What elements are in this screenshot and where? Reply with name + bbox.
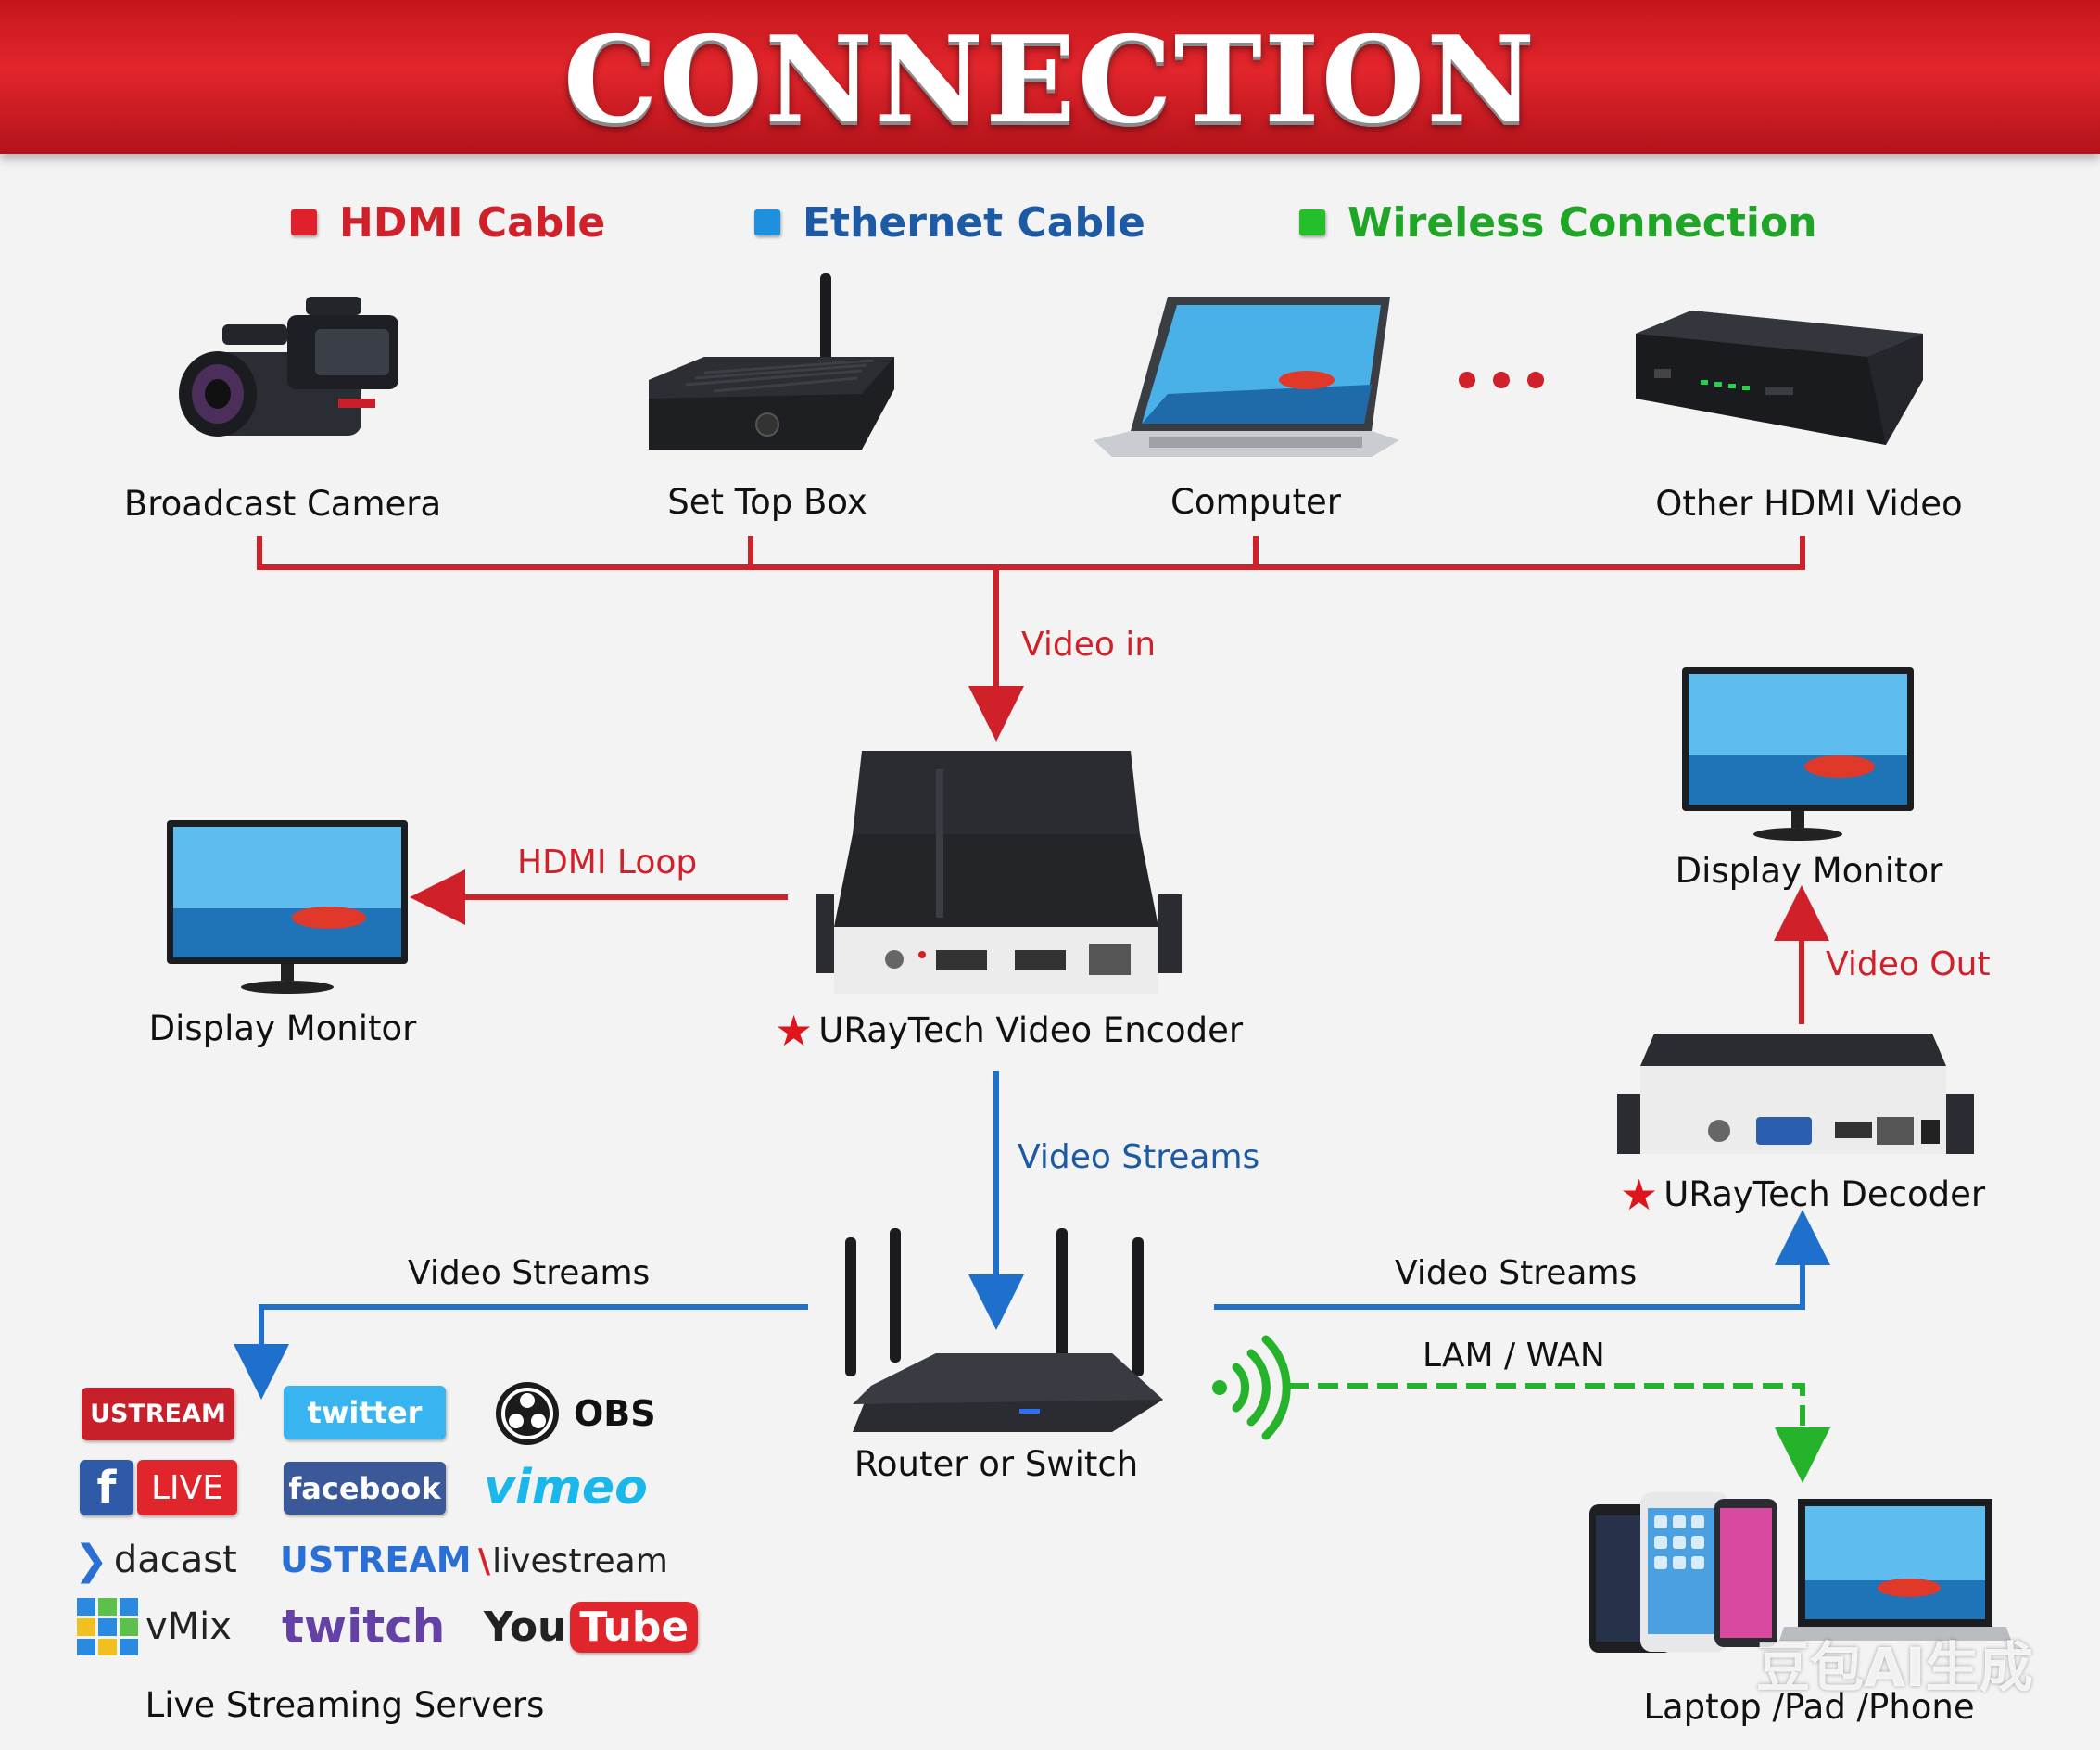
video-streams-left-label: Video Streams (408, 1254, 651, 1292)
vmix-text: vMix (145, 1605, 232, 1648)
video-streams-down-label: Video Streams (1018, 1138, 1260, 1176)
star-icon: ★ (1620, 1170, 1659, 1220)
ustream-logo-blue: USTREAM (280, 1540, 472, 1580)
vimeo-logo: vimeo (484, 1460, 648, 1515)
lan-wan-arrow (1288, 1383, 1830, 1483)
broadcast-camera-icon (179, 297, 398, 437)
decoder-label-wrapper: ★URayTech Decoder (1620, 1170, 1985, 1220)
legend-wireless-label: Wireless Connection (1347, 198, 1817, 247)
client-devices-icon (1589, 1492, 2011, 1653)
router-label: Router or Switch (854, 1444, 1139, 1484)
star-icon: ★ (775, 1006, 814, 1056)
video-encoder-icon (816, 751, 1182, 994)
encoder-label-wrapper: ★URayTech Video Encoder (775, 1006, 1243, 1056)
watermark: 豆包AI生成 (1756, 1636, 2033, 1699)
youtube-logo: You Tube (484, 1596, 699, 1657)
livestream-text: livestream (492, 1541, 668, 1580)
legend-hdmi-label: HDMI Cable (339, 198, 606, 247)
twitch-logo: twitch (282, 1600, 446, 1654)
set-top-box-icon (649, 273, 894, 450)
youtube-tube-text: Tube (570, 1601, 699, 1653)
more-sources-dots (1459, 372, 1544, 388)
live-text: LIVE (137, 1460, 237, 1515)
clients-label: Laptop /Pad /Phone (1643, 1687, 1975, 1727)
decoder-label: URayTech Decoder (1664, 1174, 1986, 1214)
video-streams-right-label: Video Streams (1395, 1254, 1638, 1292)
dacast-icon: ❯ (74, 1536, 108, 1584)
facebook-logo: facebook (284, 1462, 446, 1515)
obs-text: OBS (574, 1392, 656, 1434)
computer-icon (1094, 297, 1399, 457)
monitor-left-label: Display Monitor (148, 1008, 417, 1048)
decoder-icon (1617, 1034, 1974, 1154)
hdmi-bus (257, 536, 1805, 742)
ustream-logo-red: USTREAM (82, 1388, 234, 1440)
monitor-right-label: Display Monitor (1675, 851, 1943, 891)
camera-label: Broadcast Camera (123, 484, 442, 524)
livestream-logo: \ livestream (478, 1535, 668, 1587)
vmix-logo: vMix (77, 1598, 232, 1655)
lan-wan-label: LAM / WAN (1423, 1337, 1605, 1375)
router-to-decoder-arrow (1214, 1210, 1830, 1310)
facebook-f-icon: f (80, 1460, 133, 1515)
facebook-live-logo: f LIVE (80, 1460, 237, 1515)
servers-label: Live Streaming Servers (145, 1685, 545, 1725)
computer-label: Computer (1170, 482, 1341, 522)
page-title: CONNECTION (563, 11, 1537, 150)
video-in-label: Video in (1021, 626, 1157, 664)
hdmi-loop-label: HDMI Loop (517, 843, 698, 881)
vmix-grid-icon (77, 1598, 138, 1655)
legend-wireless: Wireless Connection (1299, 197, 1817, 248)
wireless-swatch-icon (1299, 209, 1325, 235)
wifi-icon (1212, 1335, 1291, 1440)
router-to-servers-arrow (234, 1304, 808, 1400)
display-monitor-right-icon (1682, 667, 1914, 841)
other-video-label: Other HDMI Video (1655, 484, 1963, 524)
set-top-box-label: Set Top Box (667, 482, 867, 522)
twitter-logo: twitter (284, 1386, 446, 1439)
media-player-icon (1636, 311, 1923, 445)
dacast-text: dacast (113, 1539, 237, 1581)
encoder-label: URayTech Video Encoder (818, 1010, 1244, 1050)
livestream-icon: \ (478, 1541, 491, 1580)
title-banner: CONNECTION (0, 0, 2100, 154)
legend-ethernet-label: Ethernet Cable (803, 198, 1145, 247)
obs-logo: OBS (494, 1378, 656, 1448)
obs-icon (496, 1381, 559, 1445)
ethernet-swatch-icon (754, 209, 780, 235)
router-icon (845, 1228, 1163, 1432)
display-monitor-left-icon (167, 820, 408, 994)
video-out-label: Video Out (1826, 945, 1991, 983)
legend-ethernet: Ethernet Cable (754, 197, 1145, 248)
hdmi-swatch-icon (291, 209, 317, 235)
legend-hdmi: HDMI Cable (291, 197, 605, 248)
youtube-you-text: You (484, 1603, 567, 1651)
dacast-logo: ❯ dacast (74, 1534, 237, 1586)
